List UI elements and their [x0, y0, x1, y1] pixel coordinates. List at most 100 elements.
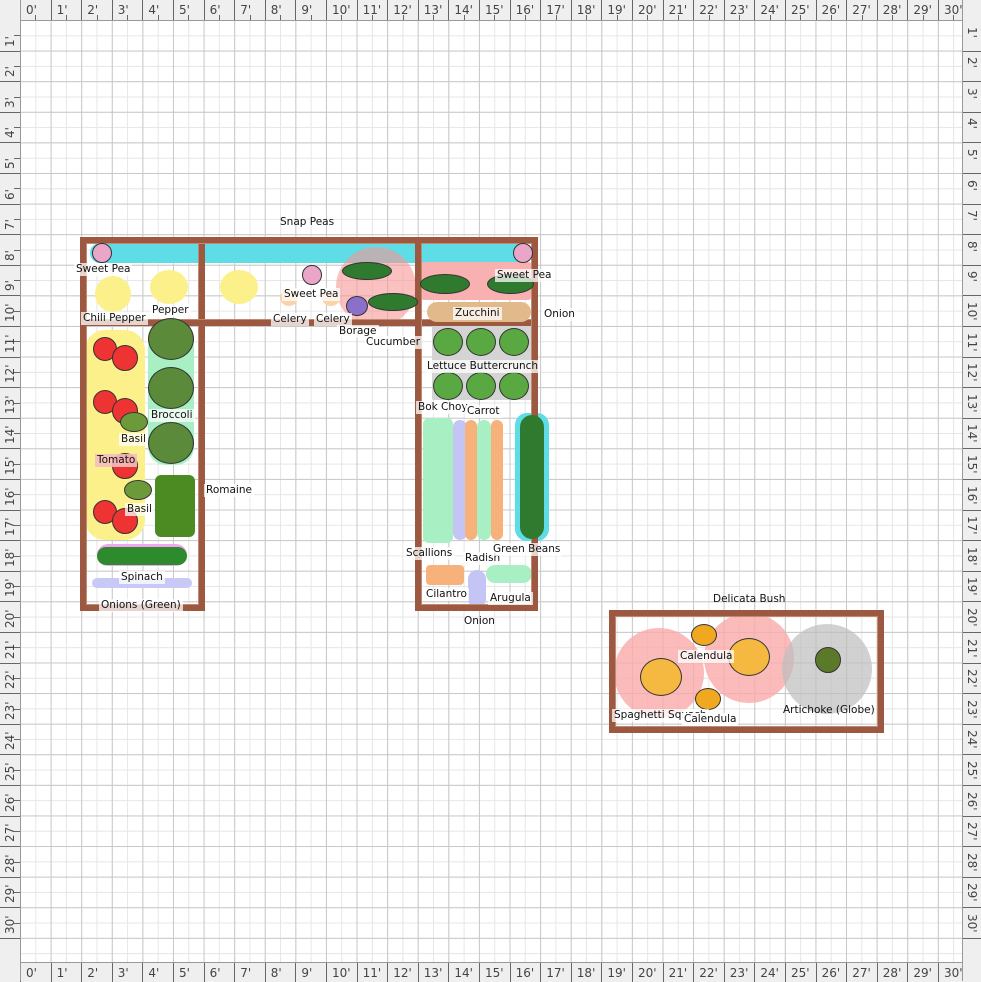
sweet-pea-icon[interactable] [513, 243, 533, 263]
ruler-tick [0, 632, 20, 633]
romaine-icon[interactable] [155, 475, 195, 537]
ruler-tick [0, 326, 20, 327]
ruler-tick [234, 0, 236, 20]
basil-icon[interactable] [120, 412, 148, 432]
ruler-label: 10' [332, 3, 351, 17]
ruler-tick [96, 15, 98, 20]
ruler-label: 17' [3, 517, 17, 537]
scallions-zone[interactable] [453, 420, 467, 540]
spaghetti-squash-icon[interactable] [640, 658, 682, 696]
ruler-label: 23' [3, 701, 17, 720]
ruler-label: 24' [965, 730, 979, 749]
lettuce-icon[interactable] [433, 372, 463, 400]
ruler-tick [14, 127, 20, 129]
ruler-tick [0, 234, 20, 236]
ruler-tick [785, 963, 786, 982]
ruler-label: 0' [26, 966, 37, 980]
ruler-tick [0, 50, 20, 52]
ruler-tick [14, 892, 20, 894]
onion-zone[interactable] [468, 570, 486, 608]
ruler-label: 19' [3, 578, 17, 598]
spinach-icon[interactable] [97, 547, 187, 565]
lettuce-icon[interactable] [499, 372, 529, 400]
lettuce-icon[interactable] [433, 328, 463, 356]
ruler-label: 13' [423, 966, 443, 980]
ruler-tick [173, 0, 174, 20]
ruler-label: 28' [3, 854, 17, 873]
arugula-zone[interactable] [486, 565, 532, 583]
ruler-tick [0, 142, 20, 144]
ruler-label: 2' [87, 3, 99, 17]
ruler-tick [647, 15, 649, 20]
lettuce-icon[interactable] [466, 328, 496, 356]
ruler-label: 16' [515, 3, 535, 17]
ruler-tick [0, 723, 20, 725]
ruler-label: 13' [965, 393, 979, 413]
ruler-tick [963, 876, 981, 878]
ruler-tick [14, 769, 20, 771]
plant-label: Scallions [404, 547, 455, 560]
ruler-label: 22' [3, 670, 17, 690]
pepper-icon[interactable] [220, 270, 258, 304]
ruler-tick [14, 586, 20, 588]
basil-icon[interactable] [124, 480, 152, 500]
ruler-tick [0, 662, 20, 664]
ruler-label: 22' [965, 669, 979, 688]
plant-label: Sweet Pea [495, 269, 554, 282]
ruler-tick [963, 356, 981, 358]
ruler-label: 29' [913, 966, 932, 980]
calendula-icon[interactable] [695, 688, 721, 710]
ruler-tick [0, 876, 20, 878]
lettuce-icon[interactable] [466, 372, 496, 400]
ruler-label: 19' [965, 577, 979, 596]
calendula-icon[interactable] [691, 624, 717, 646]
zucchini-icon[interactable] [420, 274, 470, 294]
carrot-zone-2[interactable] [491, 420, 503, 540]
ruler-label: 0' [26, 3, 37, 17]
ruler-label: 12' [3, 364, 17, 384]
ruler-tick [586, 15, 588, 20]
ruler-label: 26' [821, 966, 841, 980]
cucumber-icon[interactable] [368, 293, 418, 311]
broccoli-icon[interactable] [148, 367, 194, 409]
artichoke-icon[interactable] [815, 647, 841, 673]
ruler-label: 9' [965, 271, 979, 283]
sweet-pea-icon[interactable] [92, 243, 112, 263]
ruler-tick [540, 963, 542, 982]
ruler-tick [127, 15, 129, 20]
plant-label: Lettuce Buttercrunch [425, 360, 541, 373]
ruler-tick [677, 15, 679, 20]
ruler-label: 5' [965, 149, 979, 160]
radish-zone[interactable] [477, 420, 491, 540]
ruler-tick [111, 963, 113, 982]
sweet-pea-icon[interactable] [302, 265, 322, 285]
garden-bed-squash[interactable] [609, 610, 884, 733]
ruler-label: 23' [729, 3, 749, 17]
lettuce-icon[interactable] [499, 328, 529, 356]
cilantro-zone[interactable] [426, 565, 464, 585]
ruler-tick [14, 188, 20, 190]
plant-label: Carrot [465, 405, 502, 418]
carrot-zone[interactable] [465, 420, 477, 540]
ruler-tick [14, 830, 20, 832]
ruler-tick [0, 203, 20, 205]
ruler-tick [662, 963, 664, 982]
green-beans-icon[interactable] [520, 415, 544, 539]
borage-icon[interactable] [346, 296, 368, 316]
right-ruler: 1'2'3'4'5'6'7'8'9'10'11'12'13'14'15'16'1… [962, 0, 981, 981]
cucumber-icon[interactable] [342, 262, 392, 280]
ruler-tick [264, 963, 266, 982]
ruler-tick [0, 111, 20, 113]
bok-choy-zone[interactable] [423, 418, 453, 543]
ruler-label: 9' [3, 280, 17, 292]
broccoli-icon[interactable] [148, 422, 194, 464]
tomato-icon[interactable] [112, 345, 138, 371]
chili-pepper-icon[interactable] [95, 276, 131, 312]
ruler-tick [0, 754, 20, 756]
pepper-icon[interactable] [150, 270, 188, 304]
ruler-label: 11' [965, 332, 979, 352]
broccoli-icon[interactable] [148, 318, 194, 360]
ruler-label: 21' [668, 3, 688, 17]
ruler-tick [0, 815, 20, 817]
ruler-label: 15' [485, 966, 504, 980]
